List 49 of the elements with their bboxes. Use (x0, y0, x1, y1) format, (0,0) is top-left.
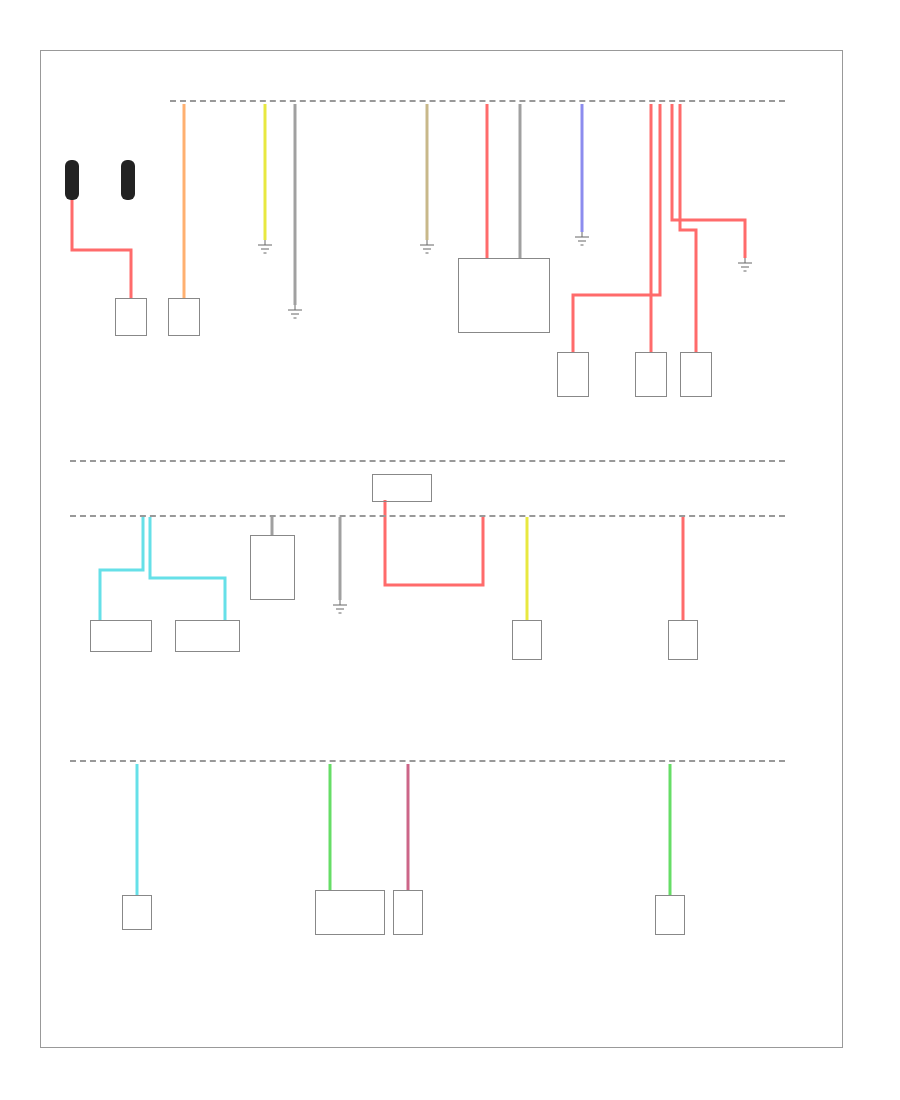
bus-bar (70, 760, 785, 764)
wire (678, 104, 698, 352)
wire (580, 104, 584, 232)
component-box (315, 890, 385, 935)
component-box (512, 620, 542, 660)
wire (649, 104, 653, 352)
component-box (122, 895, 152, 930)
wire (571, 104, 662, 352)
ground-symbol (333, 600, 347, 614)
wire (383, 500, 485, 587)
battery-symbol (65, 160, 135, 200)
wire (425, 104, 429, 240)
wire (485, 104, 489, 258)
component-box (168, 298, 200, 336)
wire (263, 104, 267, 240)
wire (135, 764, 139, 895)
ground-symbol (575, 232, 589, 246)
ground-symbol (738, 258, 752, 272)
wire (148, 517, 227, 620)
component-box (635, 352, 667, 397)
wire (293, 104, 297, 305)
wire (328, 764, 332, 890)
component-box (680, 352, 712, 397)
wire (182, 104, 186, 298)
wire (338, 517, 342, 600)
wire (98, 517, 145, 620)
component-box (250, 535, 295, 600)
wire (406, 764, 410, 890)
bus-bar (170, 100, 785, 104)
wire (270, 517, 274, 535)
wire (70, 200, 133, 298)
wire (668, 764, 672, 895)
ground-symbol (288, 305, 302, 319)
component-box (372, 474, 432, 502)
component-box (115, 298, 147, 336)
wire (518, 104, 522, 258)
component-box (175, 620, 240, 652)
wire (681, 517, 685, 620)
component-box (393, 890, 423, 935)
ground-symbol (420, 240, 434, 254)
wire (670, 104, 747, 258)
bus-bar (70, 460, 785, 517)
component-box (557, 352, 589, 397)
wire (525, 517, 529, 620)
component-box (668, 620, 698, 660)
component-box (458, 258, 550, 333)
component-box (90, 620, 152, 652)
ground-symbol (258, 240, 272, 254)
component-box (655, 895, 685, 935)
